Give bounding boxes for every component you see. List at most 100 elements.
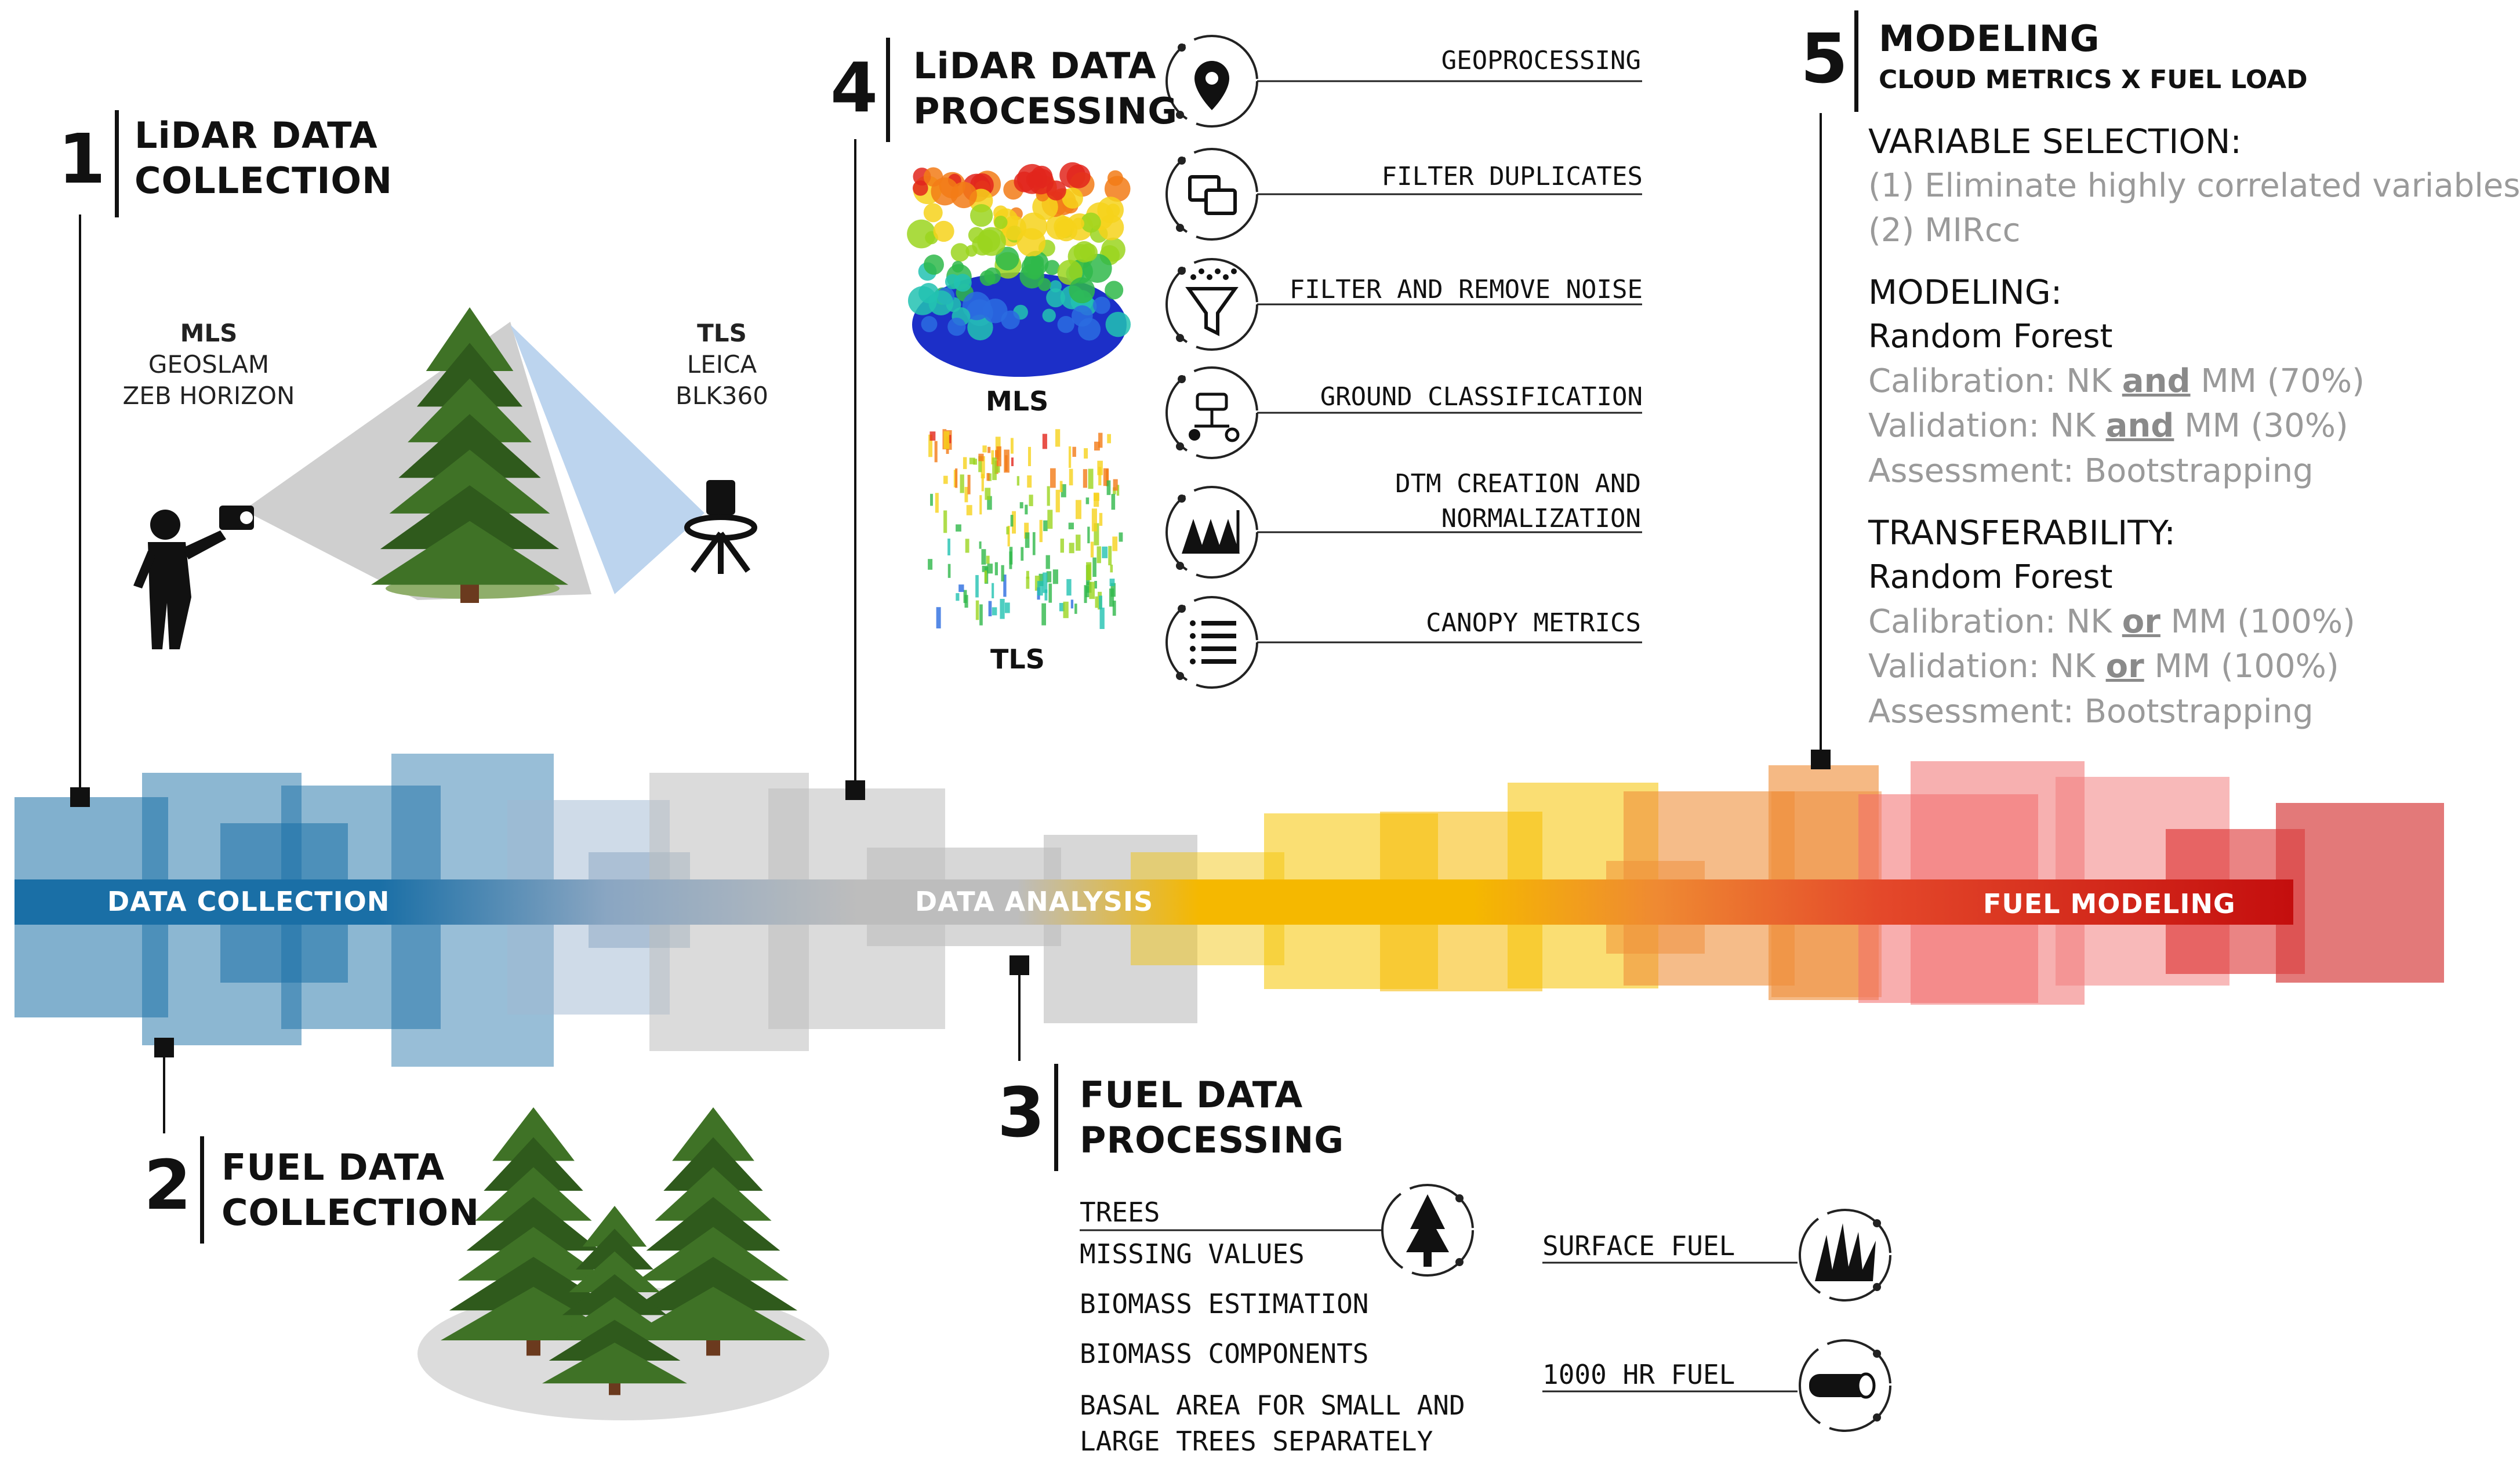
mls-cloud-point [921,316,938,333]
processing-label-geoprocessing: GEOPROCESSING [1441,46,1641,75]
tree-foliage-tier [562,1274,667,1315]
mls-cloud-point [1097,197,1124,223]
tls-cloud-point [1108,546,1112,566]
diagram-graphics [14,35,2444,1432]
tls-cloud-point [949,435,952,444]
mls-cloud-point [1069,277,1095,304]
tree-foliage-tier [542,1342,687,1384]
mls-cloud-point [1038,278,1051,292]
person-arm [183,530,226,559]
classification-links [1194,409,1229,428]
tls-cloud-point [987,446,991,453]
tree-foliage-tier [398,414,541,478]
person-arm-left [133,551,155,588]
mls-cloud-point [907,219,936,249]
tree-foliage-tier [629,1257,798,1311]
mls-cloud-point [923,203,943,223]
noise-dot [1223,274,1229,280]
step-5-title-line1: MODELING [1879,17,2100,60]
timeline-label-data-collection: DATA COLLECTION [107,886,390,917]
tls-cloud-point [1076,535,1081,551]
tls-cloud-point [965,539,969,553]
tls-cloud-point [1098,432,1103,448]
tls-cloud-point [1066,579,1072,596]
tls-cloud-point [1041,603,1047,626]
mls-cloud-point [947,317,966,336]
transferability-validation-prefix: Validation: NK [1868,648,2106,685]
mls-cloud-point [1057,316,1074,333]
tls-cloud-point [981,549,986,565]
tls-equipment-name: TLS [697,319,747,347]
tls-cloud-point [1112,536,1118,551]
fuel-item-biomass-components: BIOMASS COMPONENTS [1080,1338,1369,1369]
tree-foliage-tier [492,1107,575,1161]
modeling-assessment: Assessment: Bootstrapping [1868,452,2314,490]
tls-cloud-point [1076,500,1081,519]
mls-cloud-point [1001,216,1027,241]
mls-cloud-point [995,246,1019,271]
fuel-icon-dot [1873,1350,1881,1358]
tls-cloud-point [1085,586,1090,598]
tls-cloud-point [1042,434,1047,449]
mls-equipment-name: MLS [180,319,238,347]
tls-cloud-point [991,450,994,465]
tls-cloud-point [1099,608,1105,629]
list-line [1201,621,1236,626]
list-line [1201,646,1236,651]
processing-label-filter-noise: FILTER AND REMOVE NOISE [1289,275,1643,304]
mls-cloud-point [924,254,944,275]
modeling-calibration-suffix: MM (70%) [2190,362,2365,400]
timeline-connectors [70,113,1831,1133]
tls-cloud-point [955,468,958,488]
mls-cloud-point [1071,305,1093,327]
mls-cloud-point [1062,187,1083,209]
fuel-item-basal-area-line1: BASAL AREA FOR SMALL AND [1080,1390,1465,1421]
pine-tree [371,307,568,603]
tls-cloud-point [1087,526,1090,544]
tls-cloud-point [930,493,933,506]
tls-cloud-point [956,593,960,601]
transferability-calibration-prefix: Calibration: NK [1868,603,2122,641]
tls-cloud-point [1112,601,1116,616]
tree-foliage-tier [380,485,560,550]
tls-cloud-point [1110,565,1113,573]
tree-foliage-tier [457,1227,609,1281]
step-3-title-line2: PROCESSING [1080,1119,1345,1161]
log-end [1856,1372,1876,1399]
tls-cloud-point [1074,604,1077,614]
connector-marker [1010,955,1029,975]
mls-cloud-point [1066,164,1091,188]
step-4-title-line2: PROCESSING [913,90,1178,132]
step-4-divider [886,38,890,142]
processing-icon-dot [1176,442,1184,450]
mls-cloud-point [1072,217,1084,230]
modeling-validation-connector: and [2105,407,2174,445]
map-pin-hole [1205,72,1218,85]
tls-cloud-point [988,601,992,617]
list-icon [1190,646,1196,652]
tls-cloud-point [967,474,971,495]
tls-cloud-point [975,600,979,620]
tls-cloud-point [1029,495,1033,507]
processing-icon-circle [1165,596,1258,689]
mls-point-cloud [907,162,1131,377]
tls-cloud-point [981,474,984,492]
tree-foliage-tier [620,1286,806,1340]
tls-cloud-point [979,541,982,549]
step-5-number: 5 [1800,19,1849,99]
processing-icon-dot [1178,43,1186,52]
tls-cloud-point [1006,526,1009,535]
mls-cloud-point [1107,170,1123,186]
tls-cloud-point [975,575,979,598]
tls-cloud-point [1092,557,1096,577]
tls-cloud-point [1090,541,1094,558]
tls-cloud-point [1037,581,1043,596]
mls-cloud-point [970,203,993,227]
tls-cloud-point [1094,441,1100,451]
transferability-assessment: Assessment: Bootstrapping [1868,693,2314,730]
tls-cloud-point [1050,468,1056,488]
fuel-icon-dot [1873,1413,1881,1422]
tls-cloud-point [936,607,941,628]
processing-icon-dot [1176,224,1184,232]
step-3-number: 3 [997,1073,1045,1153]
